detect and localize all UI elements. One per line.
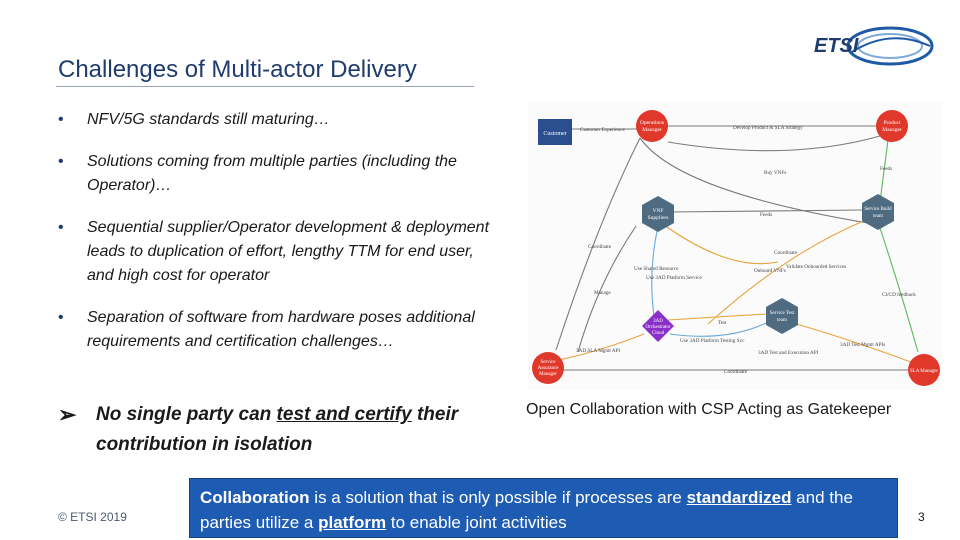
edge-label: Test xyxy=(718,320,727,326)
edge-test-apis xyxy=(789,321,917,365)
bullet-dot-icon: • xyxy=(58,219,64,236)
edge-label: Customer Experience xyxy=(580,127,625,133)
node-service-test-team: Service Test team xyxy=(766,298,798,334)
svg-text:Customer: Customer xyxy=(543,131,566,137)
edge-label: Use Shared Resource xyxy=(634,266,679,272)
callout-underline: platform xyxy=(318,513,387,532)
edge-label: Develop Product & SLA Strategy xyxy=(733,125,803,131)
bullet-text: Solutions coming from multiple parties (… xyxy=(87,153,457,194)
svg-text:Manager: Manager xyxy=(882,127,902,133)
callout-box: Collaboration is a solution that is only… xyxy=(189,478,898,538)
callout-text: and the parties utilize a xyxy=(200,488,853,532)
key-point-prefix: No single party can xyxy=(96,404,277,425)
logo-ring-outer xyxy=(846,26,934,66)
edge-label: 3AD Test Mgmt APIs xyxy=(840,342,885,348)
edge-label: Onboard VNFs xyxy=(754,268,786,274)
svg-text:Suppliers: Suppliers xyxy=(648,215,669,221)
edge-label: Coordinate xyxy=(588,244,612,250)
node-3ad-orchestrator: 3AD Orchestrator Cloud xyxy=(642,310,674,342)
page-number: 3 xyxy=(918,510,925,524)
svg-text:team: team xyxy=(873,214,883,219)
bullet-dot-icon: • xyxy=(58,111,64,128)
svg-text:Assurance: Assurance xyxy=(538,366,560,371)
node-sla-manager: SLA Manager xyxy=(908,354,940,386)
svg-text:Orchestrator: Orchestrator xyxy=(646,325,671,330)
logo-swoosh xyxy=(851,37,931,53)
svg-text:Service: Service xyxy=(541,360,557,365)
key-point: ➢ No single party can test and certify t… xyxy=(58,400,546,460)
edge-manage xyxy=(577,225,637,353)
edge-buy-vnfs xyxy=(667,135,881,152)
svg-text:team: team xyxy=(777,318,787,323)
svg-text:Cloud: Cloud xyxy=(652,331,665,336)
edge-label: Coordinate xyxy=(724,369,748,375)
edge-label: Use 3AD Platform Testing Svc xyxy=(680,337,745,344)
edge-feeds-mid xyxy=(667,209,863,213)
edge-coordinate-mid xyxy=(639,137,875,225)
svg-text:Service Build: Service Build xyxy=(864,207,892,212)
arrow-bullet-icon: ➢ xyxy=(58,402,77,427)
edge-label: 3AD Test and Execution API xyxy=(758,350,819,356)
svg-text:SLA Manager: SLA Manager xyxy=(910,369,939,374)
title-underline xyxy=(56,86,474,87)
node-service-assurance-manager: Service Assurance Manager xyxy=(532,352,564,384)
edge-onboard-vnfs xyxy=(659,221,779,265)
edge-label: CI/CD feedback xyxy=(882,291,916,298)
edge-3ad-testing xyxy=(669,321,769,337)
edge-feeds-right xyxy=(879,139,889,203)
key-point-emphasis: test and certify xyxy=(276,404,412,425)
edge-label: Use 3AD Platform Service xyxy=(646,274,702,281)
logo-ring-inner xyxy=(857,33,923,59)
edge-label: Feeds xyxy=(760,212,772,218)
bullet-list: • NFV/5G standards still maturing… • Solut… xyxy=(58,108,498,372)
callout-text: to enable joint activities xyxy=(386,513,567,532)
collaboration-diagram: Customer Experience Develop Product & SL… xyxy=(528,102,942,390)
node-service-build-team: Service Build team xyxy=(862,194,894,230)
slide-title: Challenges of Multi-actor Delivery xyxy=(58,56,417,83)
bullet-item: • Solutions coming from multiple parties … xyxy=(58,150,498,198)
edge-shared-resource xyxy=(651,225,659,317)
edge-label: Validate Onboarded Services xyxy=(786,264,846,270)
edge-label: Feeds xyxy=(880,166,892,172)
etsi-logo: ETSI xyxy=(814,26,934,66)
node-operations-manager: Operations Manager xyxy=(636,110,668,142)
node-vnf-suppliers: VNF Suppliers xyxy=(642,196,674,232)
callout-underline: standardized xyxy=(686,488,792,507)
bullet-dot-icon: • xyxy=(58,309,64,326)
edge-label: 3AD SLA Mgmt API xyxy=(576,348,621,354)
key-point-suffix: their contribution in isolation xyxy=(96,404,459,455)
edge-sla-api xyxy=(557,333,645,361)
svg-text:VNF: VNF xyxy=(652,208,663,214)
footer-copyright: © ETSI 2019 xyxy=(58,510,127,524)
svg-text:Manager: Manager xyxy=(539,372,557,377)
svg-text:Operations: Operations xyxy=(640,120,664,126)
edge-label: Coordinate xyxy=(774,250,798,256)
bullet-item: • Sequential supplier/Operator developmen… xyxy=(58,216,498,288)
svg-text:Manager: Manager xyxy=(642,127,662,133)
svg-text:3AD: 3AD xyxy=(653,319,663,324)
bullet-text: Separation of software from hardware pos… xyxy=(87,309,475,350)
bullet-item: • NFV/5G standards still maturing… xyxy=(58,108,498,132)
edge-cicd xyxy=(877,221,919,353)
node-customer: Customer xyxy=(538,119,572,145)
svg-text:Product: Product xyxy=(883,120,901,126)
edge-label: Manage xyxy=(594,290,611,296)
svg-text:Service Test: Service Test xyxy=(770,311,795,316)
bullet-text: Sequential supplier/Operator development… xyxy=(87,219,490,284)
bullet-dot-icon: • xyxy=(58,153,64,170)
edge-validate-services xyxy=(707,219,867,325)
bullet-item: • Separation of software from hardware po… xyxy=(58,306,498,354)
bullet-text: NFV/5G standards still maturing… xyxy=(87,111,330,128)
logo-text: ETSI xyxy=(814,35,859,57)
edge-label: Buy VNFs xyxy=(764,170,786,176)
callout-text: is a solution that is only possible if p… xyxy=(309,488,687,507)
edge-test xyxy=(667,313,767,321)
diagram-caption: Open Collaboration with CSP Acting as Ga… xyxy=(526,401,892,418)
edge-coordinate-left xyxy=(555,137,641,351)
node-product-manager: Product Manager xyxy=(876,110,908,142)
callout-bold: Collaboration xyxy=(200,488,310,507)
